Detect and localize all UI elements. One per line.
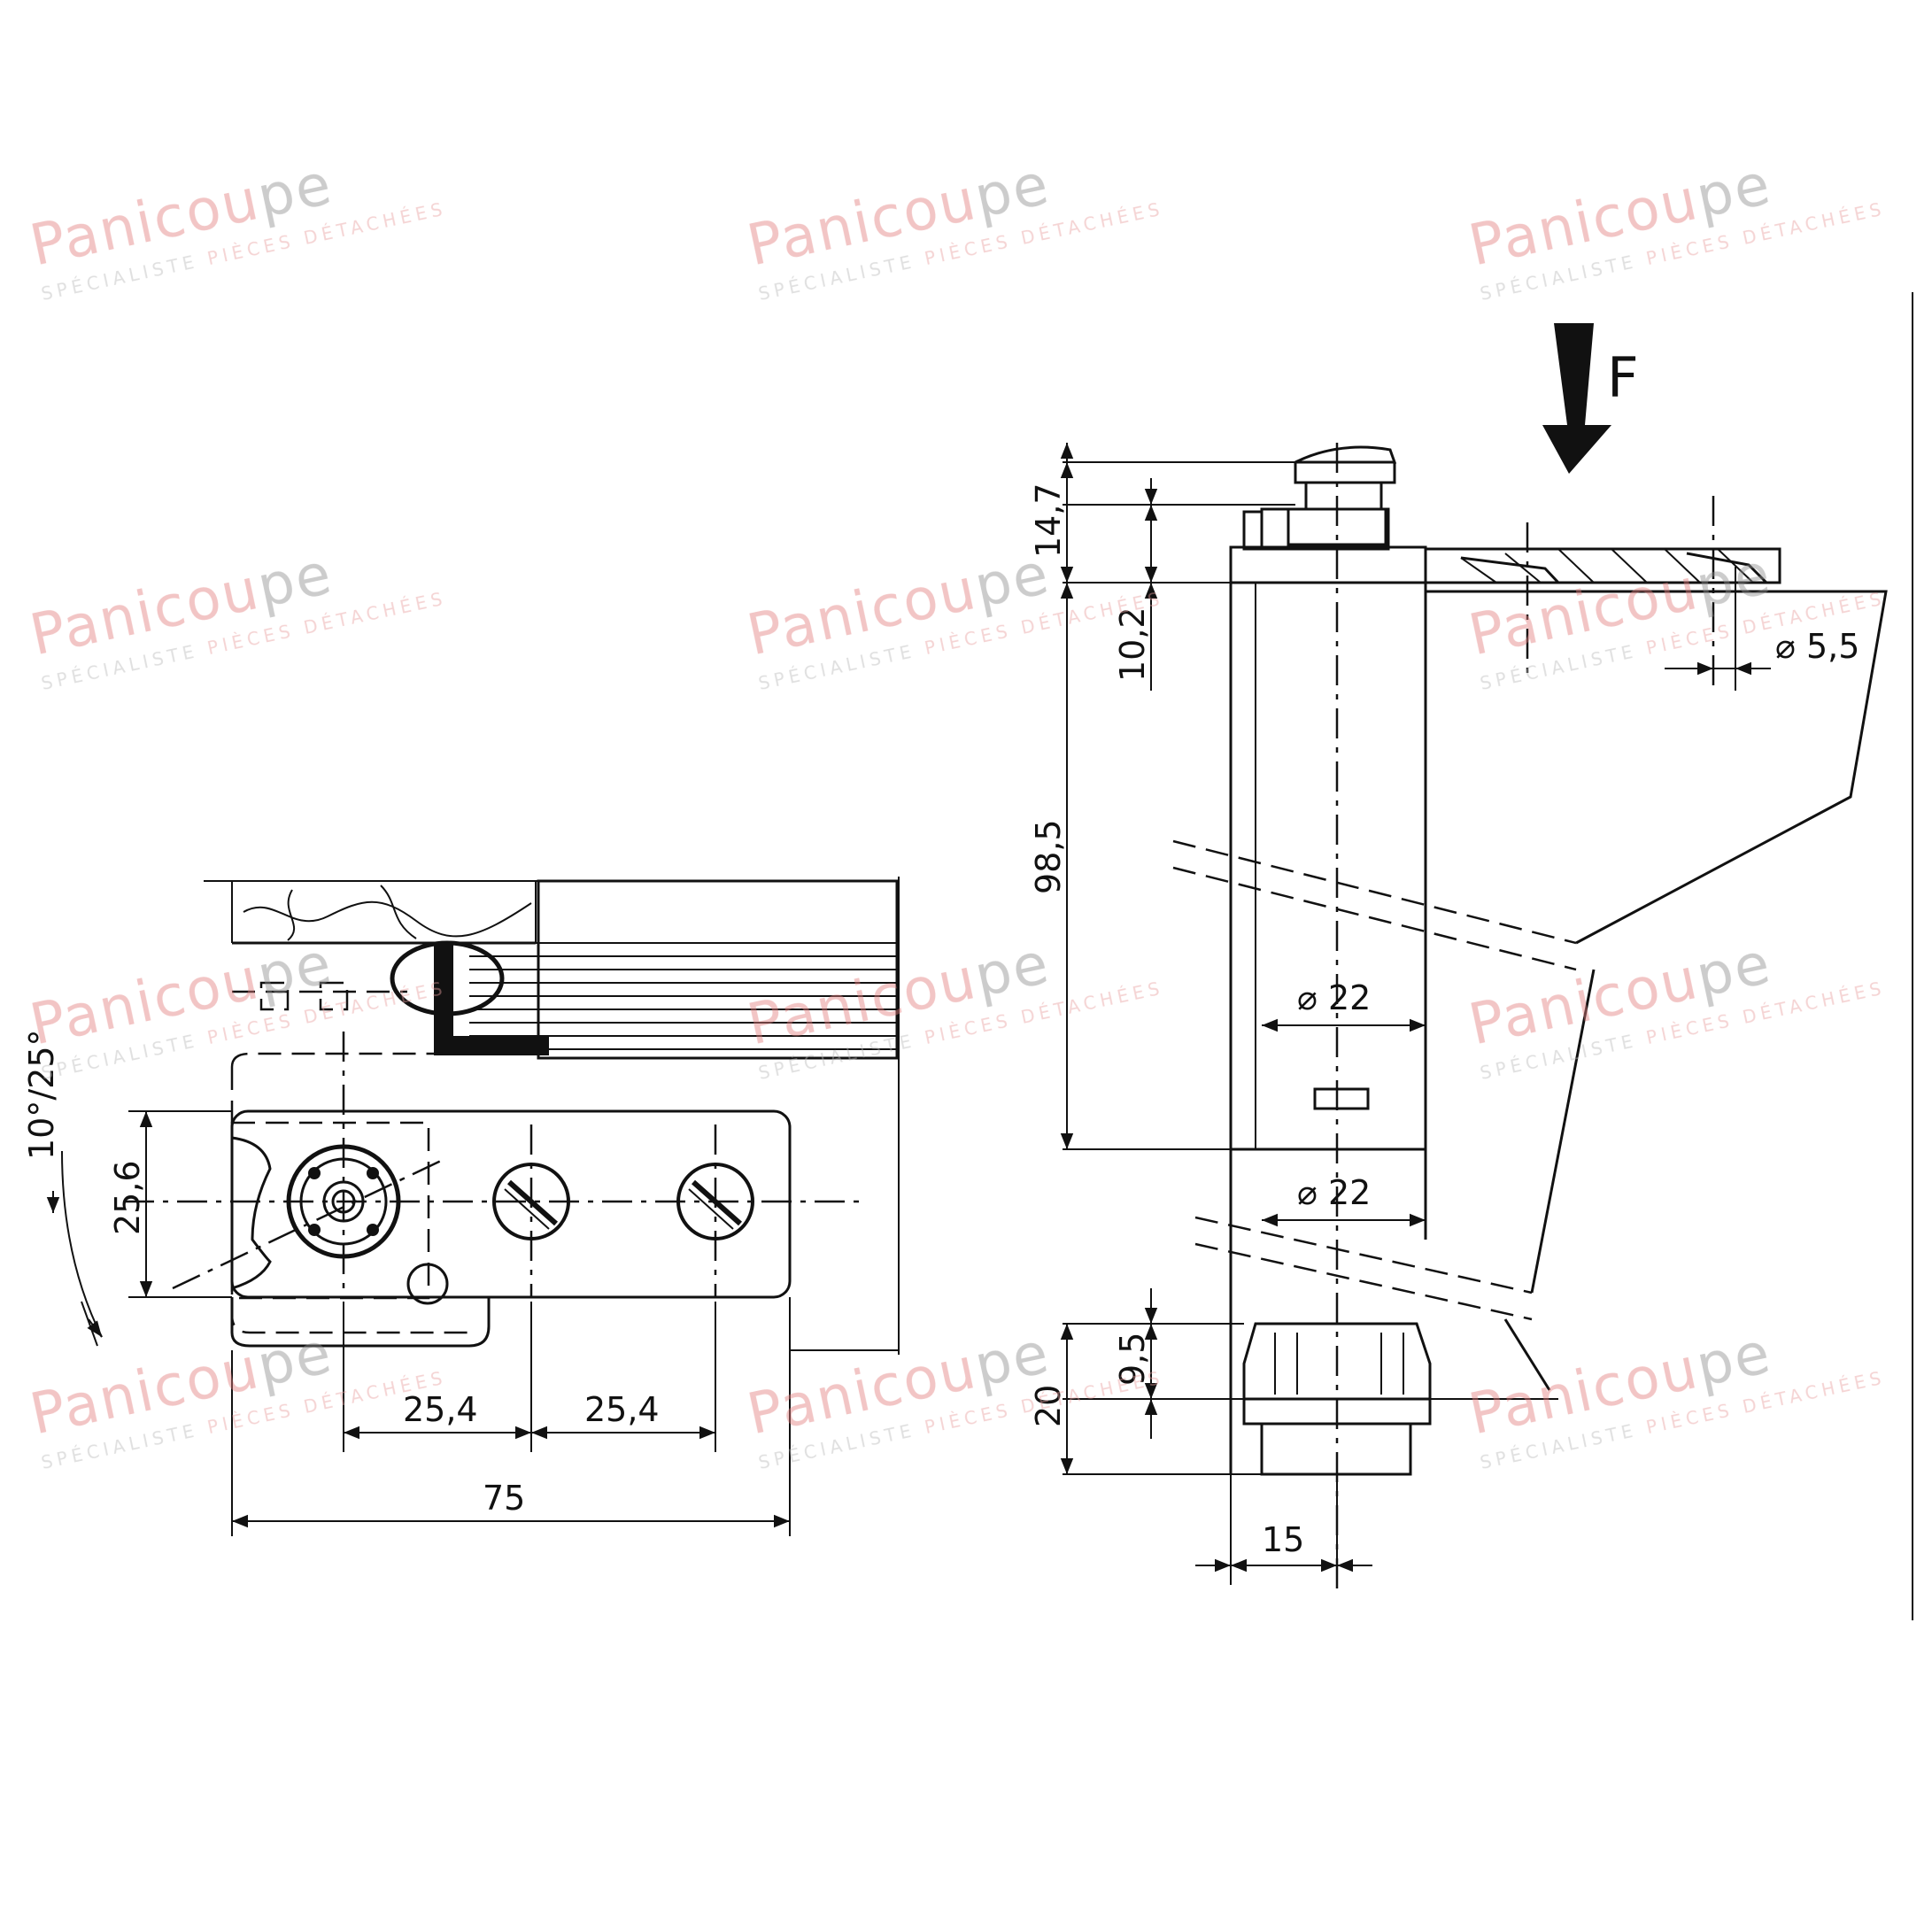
force-arrow-icon <box>1542 323 1611 474</box>
watermark-logo: Panicoupe SPÉCIALISTE PIÈCES DÉTACHÉES <box>742 931 1165 1084</box>
dim-height: 25,6 <box>108 1160 147 1235</box>
dim-step: 9,5 <box>1113 1333 1152 1386</box>
watermark-logo: Panicoupe SPÉCIALISTE PIÈCES DÉTACHÉES <box>1464 931 1887 1084</box>
watermark-logo: Panicoupe SPÉCIALISTE PIÈCES DÉTACHÉES <box>25 151 448 305</box>
dim-angle: 10°/25° <box>22 1029 61 1160</box>
watermark-logo: Panicoupe SPÉCIALISTE PIÈCES DÉTACHÉES <box>1464 151 1887 305</box>
dim-body: 98,5 <box>1029 819 1068 894</box>
dim-length: 75 <box>483 1479 525 1518</box>
watermark-logo: Panicoupe SPÉCIALISTE PIÈCES DÉTACHÉES <box>25 1320 448 1473</box>
left-view: 25,4 25,4 75 25,6 10°/25° <box>22 877 900 1536</box>
dim-diameter-1: ⌀ 22 <box>1297 978 1371 1017</box>
dim-pitch-1: 25,4 <box>403 1390 478 1429</box>
watermark-logo: Panicoupe SPÉCIALISTE PIÈCES DÉTACHÉES <box>742 151 1165 305</box>
dim-bottom: 20 <box>1029 1385 1068 1427</box>
force-label: F <box>1607 345 1639 410</box>
watermark-logo: Panicoupe SPÉCIALISTE PIÈCES DÉTACHÉES <box>1464 1320 1887 1473</box>
watermarks: Panicoupe SPÉCIALISTE PIÈCES DÉTACHÉES P… <box>25 151 1887 1473</box>
dim-top-cap: 14,7 <box>1029 483 1068 558</box>
watermark-logo: Panicoupe SPÉCIALISTE PIÈCES DÉTACHÉES <box>742 541 1165 694</box>
right-view: F <box>1029 292 1913 1620</box>
dim-diameter-2: ⌀ 22 <box>1297 1173 1371 1212</box>
dim-pitch-2: 25,4 <box>584 1390 660 1429</box>
dim-width: 15 <box>1262 1520 1304 1559</box>
dim-hole: ⌀ 5,5 <box>1775 627 1859 666</box>
watermark-logo: Panicoupe SPÉCIALISTE PIÈCES DÉTACHÉES <box>25 541 448 694</box>
dim-plate: 10,2 <box>1113 607 1152 682</box>
